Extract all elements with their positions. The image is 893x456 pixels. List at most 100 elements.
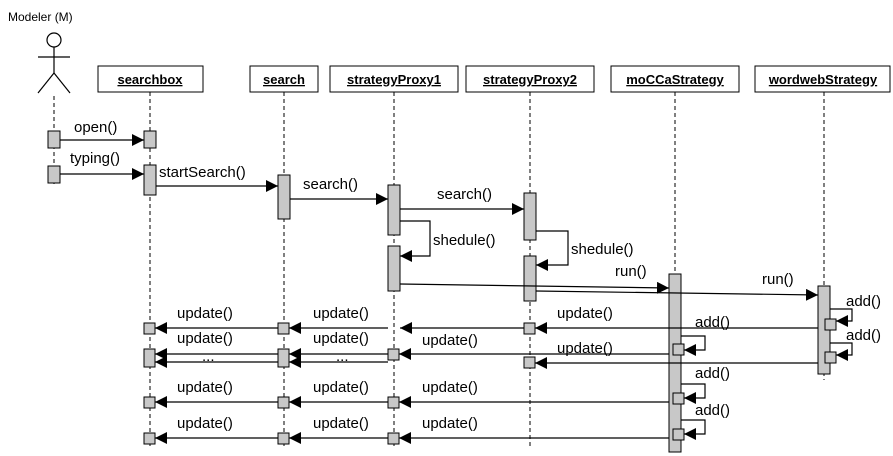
participant-box (329, 65, 459, 93)
message-run-2: run() (535, 271, 819, 301)
message-add-wordweb-2: add() (830, 327, 881, 361)
activation-square (143, 432, 156, 445)
actor-modeler: Modeler (M) (8, 10, 73, 185)
message-update-row4-2: update() (289, 379, 388, 408)
message-arrow (536, 230, 569, 271)
activation-square (387, 348, 400, 361)
message-search-2: search() (400, 186, 524, 215)
activation-square (523, 356, 536, 369)
message-add-mocca-2: add() (681, 365, 730, 404)
message-shedule-1: shedule() (400, 220, 496, 262)
message-update-sp1-search-2: update() (289, 330, 388, 360)
participant-label: strategyProxy1 (347, 72, 441, 87)
message-ellipsis: ... (202, 348, 215, 365)
activation-bar (387, 184, 401, 236)
message-label: update() (313, 305, 369, 322)
message-label: typing() (70, 150, 120, 167)
participant-moccastrategy: moCCaStrategy (610, 65, 740, 448)
message-label: update() (422, 332, 478, 349)
message-arrow (681, 335, 706, 356)
message-update-row5-2: update() (289, 415, 388, 444)
message-label: shedule() (571, 241, 634, 258)
participant-label: moCCaStrategy (626, 72, 724, 87)
message-label: search() (437, 186, 492, 203)
activation-square (824, 351, 837, 364)
message-open: open() (60, 119, 144, 146)
participant-label: wordwebStrategy (768, 72, 878, 87)
activation-bar (523, 255, 537, 302)
message-ellipsis-search: ... (289, 348, 388, 368)
activation-square (143, 396, 156, 409)
message-ellipsis-searchbox: ... (155, 348, 278, 368)
activation-square (672, 428, 685, 441)
message-add-wordweb-1: add() (830, 293, 881, 327)
message-start-search: startSearch() (156, 164, 278, 192)
message-update-row5-1: update() (155, 415, 278, 444)
message-label: add() (846, 293, 881, 310)
message-update-search-searchbox-2: update() (155, 330, 278, 360)
message-label: update() (177, 379, 233, 396)
message-label: update() (177, 415, 233, 432)
message-update-wordweb-sp2: update() (535, 305, 818, 334)
message-label: open() (74, 119, 117, 136)
message-update-row4-1: update() (155, 379, 278, 408)
participant-searchbox: searchbox (97, 65, 204, 448)
activation-bar (143, 164, 157, 196)
message-label: update() (313, 330, 369, 347)
message-label: update() (177, 305, 233, 322)
message-label: search() (303, 176, 358, 193)
participant-box (754, 65, 891, 93)
activation-bar (277, 174, 291, 220)
actor-activation (47, 130, 61, 149)
actor-leg-right (53, 72, 71, 94)
message-label: add() (846, 327, 881, 344)
message-arrow (400, 220, 431, 262)
message-typing: typing() (60, 150, 144, 180)
actor-head (46, 32, 62, 48)
message-label: add() (695, 365, 730, 382)
participant-wordwebstrategy: wordwebStrategy (754, 65, 891, 380)
message-label: add() (695, 314, 730, 331)
activation-bar (387, 245, 401, 292)
message-add-mocca-3: add() (681, 402, 730, 440)
message-label: shedule() (433, 232, 496, 249)
participant-box (610, 65, 740, 93)
activation-square (672, 343, 685, 356)
activation-bar (143, 130, 157, 149)
message-update-search-searchbox: update() (155, 305, 278, 334)
activation-square (824, 318, 837, 331)
message-update-sp2-sp1: update() (313, 305, 524, 334)
message-label: run() (615, 263, 647, 280)
participant-search: search (249, 65, 319, 448)
activation-square (523, 322, 536, 335)
message-update-row5-3: update() (399, 415, 669, 444)
message-label: startSearch() (159, 164, 246, 181)
participant-strategyproxy2: strategyProxy2 (465, 65, 595, 448)
message-update-mocca-sp1: update() (399, 332, 669, 360)
message-label: update() (422, 379, 478, 396)
message-update-row4-3: update() (399, 379, 669, 408)
message-add-mocca-1: add() (681, 314, 730, 356)
participant-label: search (263, 72, 305, 87)
actor-activation (47, 165, 61, 184)
activation-square (277, 396, 290, 409)
message-shedule-2: shedule() (536, 230, 634, 271)
message-label: update() (422, 415, 478, 432)
participant-box (97, 65, 204, 93)
message-run-1: run() (399, 263, 670, 294)
message-label: run() (762, 271, 794, 288)
message-label: update() (177, 330, 233, 347)
activation-bars (143, 130, 837, 453)
message-update-wordweb-sp2-2: update() (535, 340, 818, 369)
activation-bar (523, 192, 537, 241)
message-arrow (399, 281, 670, 294)
message-label: update() (557, 305, 613, 322)
message-arrow (681, 419, 706, 440)
message-arrow (830, 342, 853, 361)
activation-square (672, 392, 685, 405)
message-arrow (681, 383, 706, 404)
activation-square (277, 348, 290, 368)
actor-label: Modeler (M) (8, 10, 73, 24)
activation-square (387, 396, 400, 409)
